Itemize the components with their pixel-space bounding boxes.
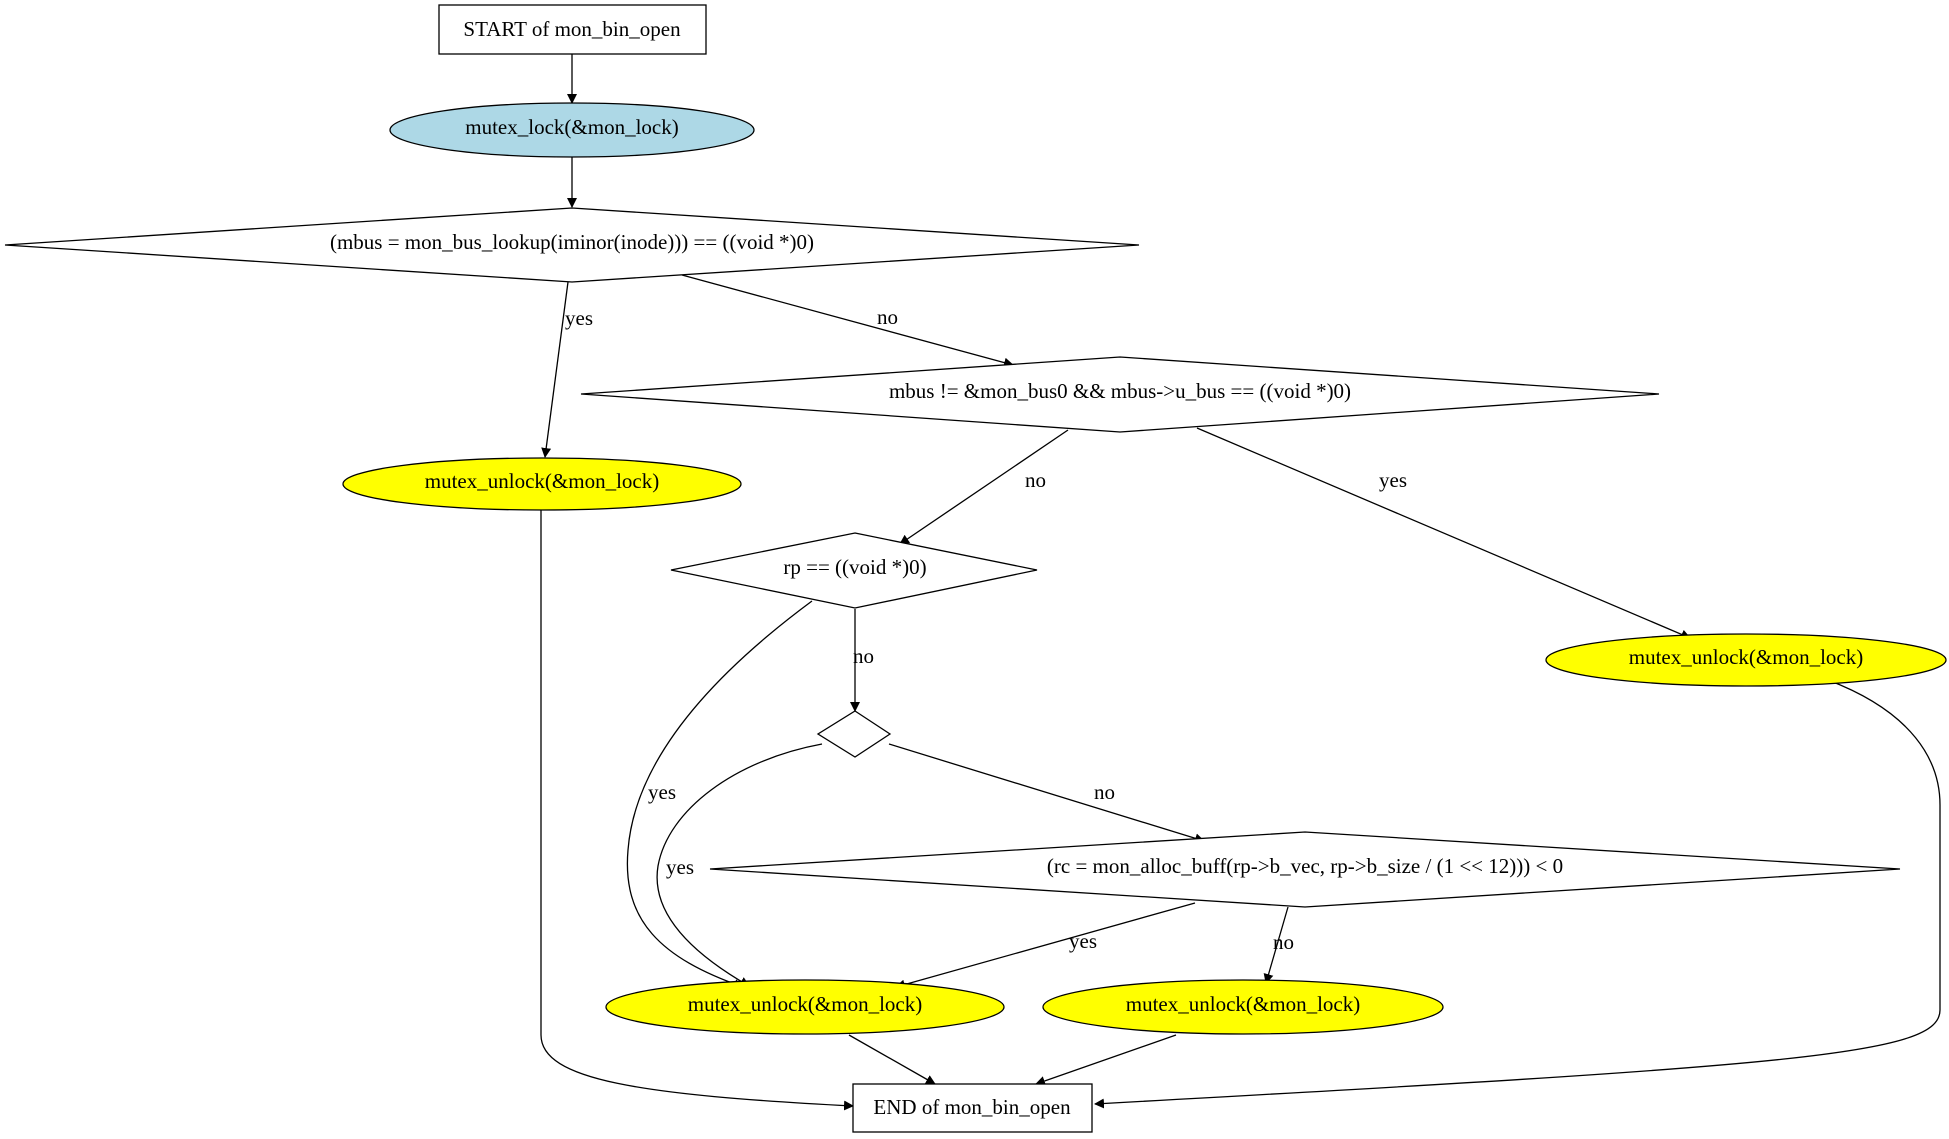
- edge-label-empty-no: no: [1094, 780, 1115, 804]
- condition-empty-node: [816, 710, 892, 758]
- edge-alloc-yes: [895, 902, 1196, 990]
- start-node: START of mon_bin_open: [438, 4, 707, 55]
- svg-text:mutex_unlock(&mon_lock): mutex_unlock(&mon_lock): [688, 992, 922, 1016]
- unlock-node-c: mutex_unlock(&mon_lock): [1042, 979, 1444, 1035]
- svg-text:mutex_unlock(&mon_lock): mutex_unlock(&mon_lock): [425, 469, 659, 493]
- svg-text:START of mon_bin_open: START of mon_bin_open: [463, 17, 681, 41]
- edge-lookup-no: [681, 274, 1014, 368]
- edge-rp-yes: [626, 600, 813, 989]
- unlock-node-a: mutex_unlock(&mon_lock): [342, 457, 742, 511]
- svg-text:mbus != &mon_bus0 && mbus->u_b: mbus != &mon_bus0 && mbus->u_bus == ((vo…: [889, 379, 1351, 403]
- edge-unlock-b-to-end: [848, 1034, 936, 1085]
- svg-text:rp == ((void *)0): rp == ((void *)0): [783, 555, 926, 579]
- edge-ubus-yes: [1196, 427, 1691, 640]
- condition-rp-node: rp == ((void *)0): [670, 532, 1038, 609]
- edge-lookup-yes: [541, 281, 569, 458]
- edge-label-lookup-yes: yes: [565, 306, 593, 330]
- lock-node: mutex_lock(&mon_lock): [389, 102, 755, 158]
- edge-alloc-no: [1263, 906, 1289, 984]
- unlock-node-b: mutex_unlock(&mon_lock): [605, 979, 1005, 1035]
- svg-text:END of mon_bin_open: END of mon_bin_open: [873, 1095, 1071, 1119]
- svg-text:(rc = mon_alloc_buff(rp->b_vec: (rc = mon_alloc_buff(rp->b_vec, rp->b_si…: [1047, 854, 1563, 878]
- edge-unlock-a-to-end: [540, 510, 854, 1111]
- edge-label-alloc-no: no: [1273, 930, 1294, 954]
- edge-unlock-d-to-end: [1094, 679, 1941, 1109]
- edge-label-alloc-yes: yes: [1069, 929, 1097, 953]
- svg-text:mutex_lock(&mon_lock): mutex_lock(&mon_lock): [465, 115, 678, 139]
- edge-label-ubus-no: no: [1025, 468, 1046, 492]
- condition-alloc-node: (rc = mon_alloc_buff(rp->b_vec, rp->b_si…: [709, 831, 1901, 908]
- edge-empty-yes: [656, 743, 823, 987]
- nodes: START of mon_bin_open mutex_lock(&mon_lo…: [4, 4, 1947, 1133]
- edge-label-rp-yes: yes: [648, 780, 676, 804]
- edge-empty-no: [888, 743, 1205, 844]
- svg-text:mutex_unlock(&mon_lock): mutex_unlock(&mon_lock): [1126, 992, 1360, 1016]
- edge-unlock-c-to-end: [1035, 1034, 1177, 1086]
- edges: yes no no yes no yes yes no yes no: [540, 54, 1941, 1111]
- edge-label-lookup-no: no: [877, 305, 898, 329]
- edge-label-ubus-yes: yes: [1379, 468, 1407, 492]
- unlock-node-d: mutex_unlock(&mon_lock): [1545, 633, 1947, 687]
- edge-label-rp-no: no: [853, 644, 874, 668]
- edge-label-empty-yes: yes: [666, 855, 694, 879]
- condition-ubus-node: mbus != &mon_bus0 && mbus->u_bus == ((vo…: [580, 356, 1660, 433]
- end-node: END of mon_bin_open: [852, 1083, 1093, 1133]
- condition-lookup-node: (mbus = mon_bus_lookup(iminor(inode))) =…: [4, 207, 1140, 283]
- svg-text:(mbus = mon_bus_lookup(iminor(: (mbus = mon_bus_lookup(iminor(inode))) =…: [330, 230, 814, 254]
- edge-ubus-no: [899, 429, 1069, 545]
- svg-text:mutex_unlock(&mon_lock): mutex_unlock(&mon_lock): [1629, 645, 1863, 669]
